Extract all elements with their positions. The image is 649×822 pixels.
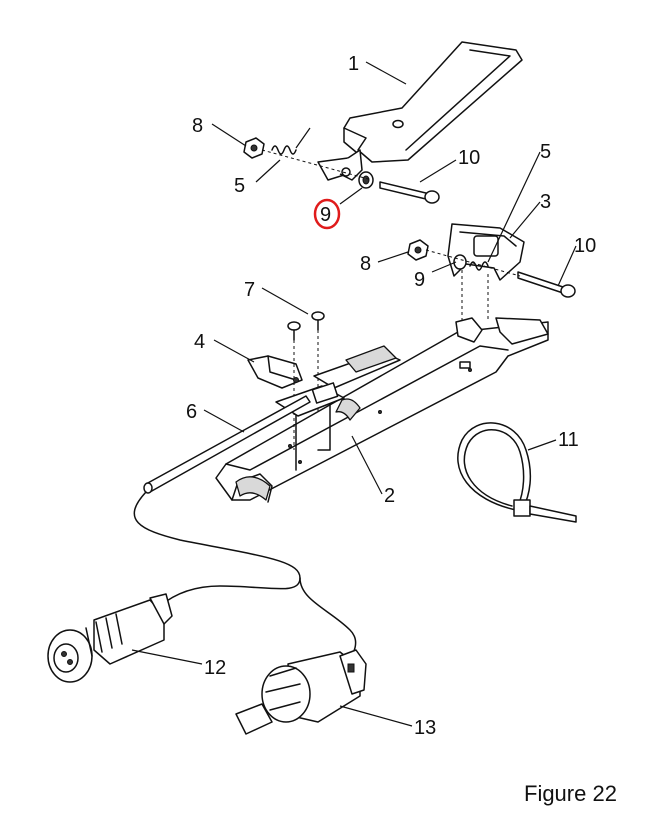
callout-8: 8 — [360, 253, 371, 275]
part-13-plug — [235, 649, 367, 735]
callout-11: 11 — [558, 429, 579, 451]
callout-5: 5 — [540, 141, 551, 163]
upper-hardware — [243, 127, 440, 204]
callout-1: 1 — [348, 53, 359, 75]
callout-8: 8 — [192, 115, 203, 137]
part-4-clip-bracket — [247, 355, 303, 389]
part-11-cable-tie — [457, 422, 577, 523]
callout-12: 12 — [204, 657, 226, 679]
callout-9: 9 — [414, 269, 425, 291]
callout-13: 13 — [414, 717, 436, 739]
callout-7: 7 — [244, 279, 255, 301]
part-12-connector — [47, 593, 173, 683]
callout-5: 5 — [234, 175, 245, 197]
callout-10: 10 — [458, 147, 480, 169]
highlight-ring — [313, 198, 341, 230]
callout-10: 10 — [574, 235, 596, 257]
callout-9-highlighted: 9 — [320, 204, 331, 226]
leader-lines — [131, 61, 577, 727]
figure-caption: Figure 22 — [524, 781, 617, 806]
callout-3: 3 — [540, 191, 551, 213]
callout-4: 4 — [194, 331, 205, 353]
callout-2: 2 — [384, 485, 395, 507]
part-3-hinge-bracket — [447, 223, 525, 281]
callouts: 1 8 5 10 9 5 3 10 8 9 7 4 6 11 2 12 13 — [186, 53, 596, 739]
part-2-base — [215, 317, 549, 503]
right-hardware — [407, 239, 576, 322]
callout-6: 6 — [186, 401, 197, 423]
